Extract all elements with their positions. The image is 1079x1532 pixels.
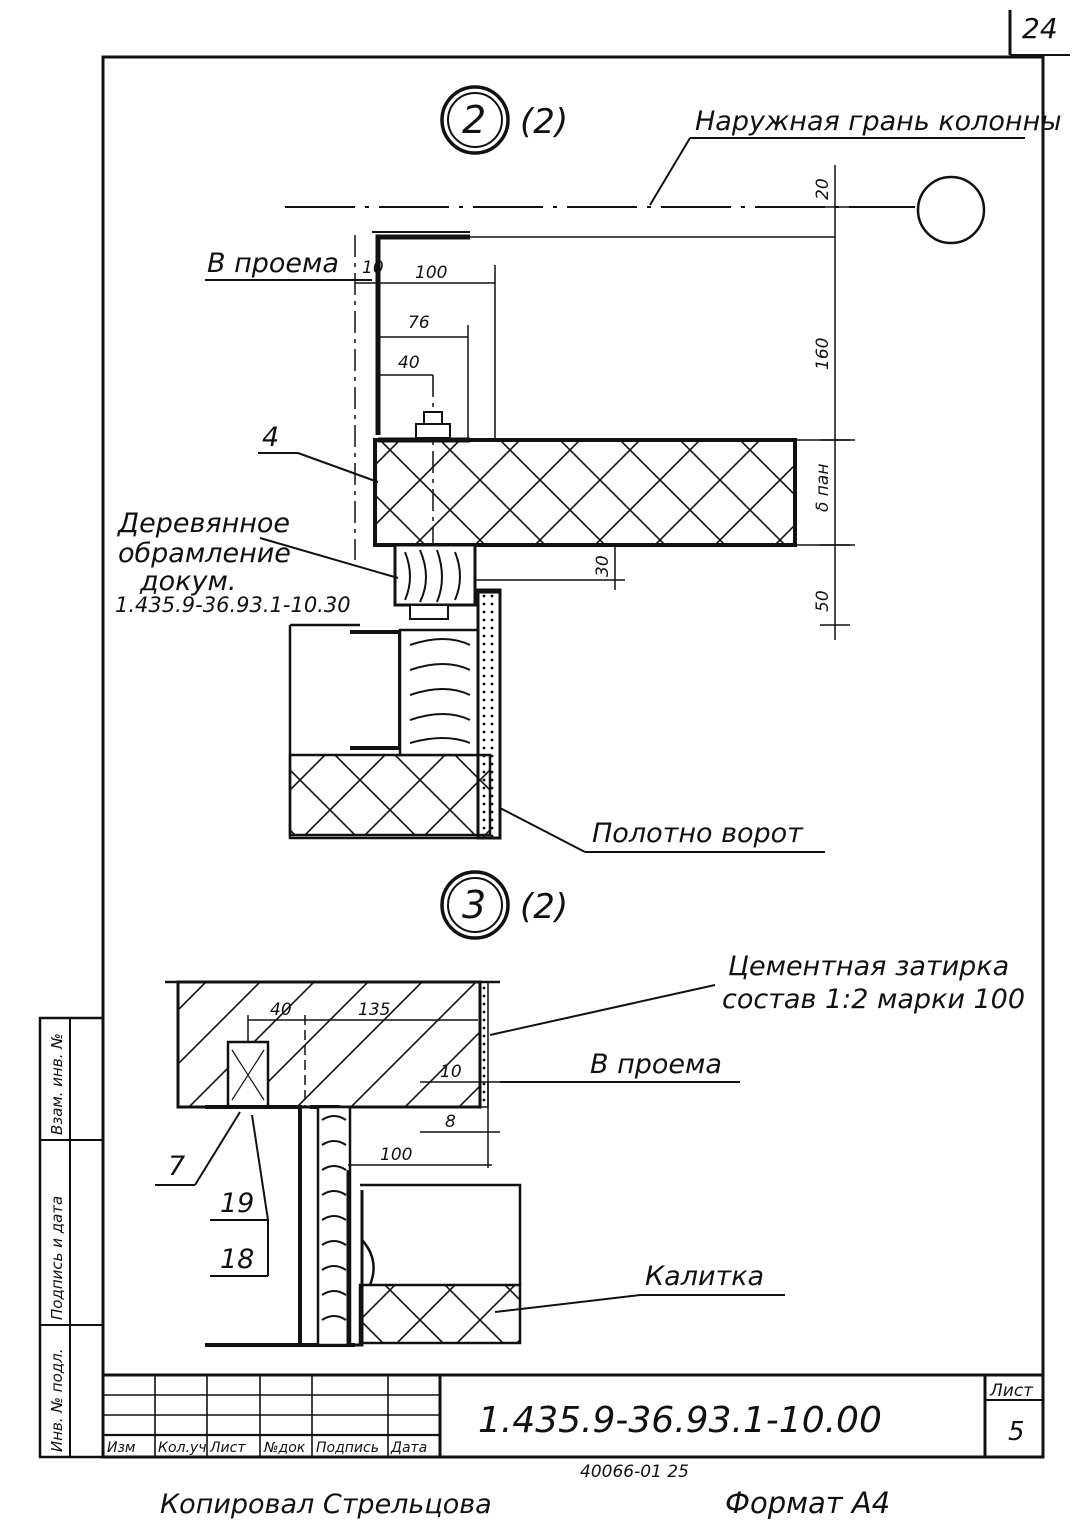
detail-3-mark: 3 (2) bbox=[440, 870, 568, 940]
concrete-wall-3 bbox=[176, 980, 482, 1109]
side-stamp-sign: Подпись и дата bbox=[48, 1196, 66, 1320]
side-stamp-inv: Инв. № подл. bbox=[48, 1349, 66, 1452]
tb-doc-code: 1.435.9-36.93.1-10.00 bbox=[478, 1400, 882, 1441]
label-gate-leaf: Полотно ворот bbox=[592, 818, 804, 849]
tb-header-list: Лист bbox=[209, 1440, 246, 1456]
wood-frame-2: 30 bbox=[393, 543, 625, 620]
corner-number-text: 24 bbox=[1022, 12, 1058, 45]
dim-2-100: 100 bbox=[415, 263, 447, 283]
sheet-frame bbox=[101, 55, 1045, 1459]
format-text: Формат А4 bbox=[725, 1486, 890, 1520]
dim-2-50: 50 bbox=[813, 590, 833, 612]
wicket-3 bbox=[346, 1170, 522, 1347]
label-wood-4: 1.435.9-36.93.1-10.30 bbox=[115, 593, 351, 617]
label-wood-3: докум. bbox=[139, 566, 236, 597]
label-opening-2: В проема bbox=[207, 248, 339, 279]
side-stamp: Инв. № подл. Подпись и дата Взам. инв. № bbox=[38, 1016, 105, 1459]
tb-sheet-label: Лист bbox=[989, 1381, 1034, 1401]
tb-header-kol: Кол.уч bbox=[158, 1440, 206, 1456]
archive-code: 40066-01 25 bbox=[580, 1462, 689, 1482]
dim-2-10: 10 bbox=[362, 258, 384, 278]
label-wood-2: обрамление bbox=[118, 538, 291, 569]
dim-3-100: 100 bbox=[380, 1145, 412, 1165]
dim-2-dpan: δ пан bbox=[813, 464, 833, 512]
label-item-7: 7 bbox=[168, 1151, 185, 1182]
dim-2-40: 40 bbox=[398, 353, 420, 373]
dim-2-20: 20 bbox=[813, 178, 833, 200]
dim-3-135: 135 bbox=[358, 1000, 390, 1020]
wall-panel-2 bbox=[373, 438, 797, 547]
detail-2: 2 (2) Наружная грань колонны В проема 10… bbox=[115, 85, 1062, 853]
detail-3-ref-text: (2) bbox=[520, 887, 568, 927]
tb-header-ndoc: №док bbox=[263, 1440, 306, 1456]
tb-header-date: Дата bbox=[390, 1440, 427, 1456]
label-wicket: Калитка bbox=[645, 1261, 764, 1292]
detail-2-mark: 2 (2) bbox=[440, 85, 568, 155]
corner-sheet-number: 24 bbox=[1008, 10, 1070, 56]
label-cement-2: состав 1:2 марки 100 bbox=[722, 984, 1025, 1015]
detail-2-ref-text: (2) bbox=[520, 102, 568, 142]
dim-3-40: 40 bbox=[270, 1000, 292, 1020]
tb-header-izm: Изм bbox=[107, 1440, 136, 1456]
dim-2-160: 160 bbox=[813, 338, 833, 370]
steel-angle bbox=[375, 234, 470, 435]
dim-2-30: 30 bbox=[593, 555, 613, 577]
detail-2-mark-text: 2 bbox=[462, 98, 486, 142]
gate-leaf-2 bbox=[288, 588, 502, 840]
label-cement-1: Цементная затирка bbox=[728, 951, 1009, 982]
side-stamp-replace: Взам. инв. № bbox=[48, 1033, 66, 1135]
label-outer-face: Наружная грань колонны bbox=[695, 106, 1062, 137]
column-circle bbox=[916, 175, 986, 245]
detail-3-mark-text: 3 bbox=[462, 883, 486, 927]
label-item-4: 4 bbox=[262, 422, 279, 453]
tb-header-sign: Подпись bbox=[316, 1440, 379, 1456]
tb-sheet-number: 5 bbox=[1008, 1417, 1025, 1447]
detail-3: 3 (2) 40 135 10 8 Цементная затирка сост… bbox=[155, 870, 1025, 1347]
label-item-18: 18 bbox=[220, 1244, 254, 1275]
label-item-19: 19 bbox=[220, 1188, 254, 1219]
title-block: Изм Кол.уч Лист №док Подпись Дата 1.435.… bbox=[103, 1373, 1043, 1457]
copied-by-text: Копировал Стрельцова bbox=[160, 1489, 492, 1520]
dim-2-76: 76 bbox=[408, 313, 430, 333]
label-opening-3: В проема bbox=[590, 1049, 722, 1080]
dim-3-8: 8 bbox=[445, 1112, 456, 1132]
dim-3-10: 10 bbox=[440, 1062, 462, 1082]
label-wood-1: Деревянное bbox=[117, 508, 290, 539]
